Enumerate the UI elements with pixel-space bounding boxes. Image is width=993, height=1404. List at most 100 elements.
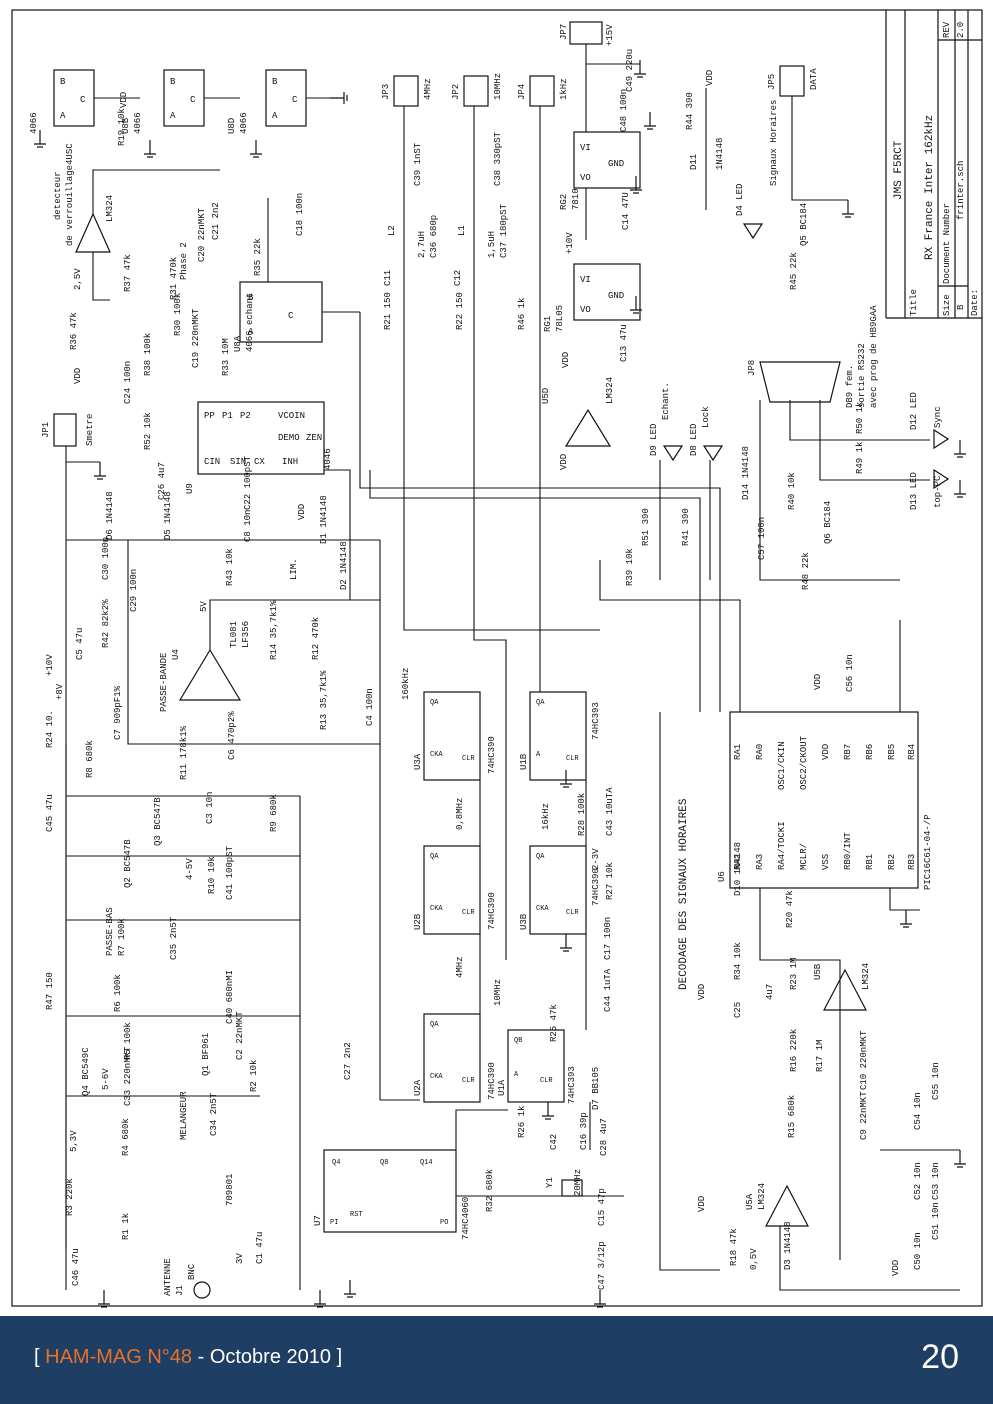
u6-mclr: MCLR/: [799, 843, 809, 870]
vdd-r36: VDD: [73, 368, 83, 384]
rg1-gnd: GND: [608, 291, 624, 301]
detecteur-label-2: de verrouillage4USC: [65, 143, 75, 246]
c43-label: C43 10uTA: [605, 787, 615, 836]
u8c-ref: 4066: [29, 112, 39, 134]
jp5-label: DATA: [809, 68, 819, 90]
c27-label: C27 2n2: [343, 1042, 353, 1080]
v8-label: +8V: [55, 683, 65, 700]
u6-osc2: OSC2/CKOUT: [799, 735, 809, 790]
c55-label: C55 10n: [931, 1062, 941, 1100]
r25-label: R25 47k: [549, 1004, 559, 1042]
c48-label: C48 100n: [619, 89, 629, 132]
u7-pi: PI: [330, 1219, 338, 1227]
u6-ra2: RA2: [733, 854, 743, 870]
u6-rb4: RB4: [907, 744, 917, 760]
phase2-label: Phase 2: [179, 242, 189, 280]
lim-label: LIM.: [289, 558, 299, 580]
u1b-qa: QA: [536, 699, 545, 707]
title-author: JMS F5RCT: [893, 140, 905, 200]
rev-value: 2.0: [956, 22, 966, 38]
u6-rb1: RB1: [865, 854, 875, 870]
rg2-part: 7810: [571, 188, 581, 210]
d9-label: D9 LED: [649, 424, 659, 456]
r17-label: R17 1M: [815, 1040, 825, 1072]
r45-label: R45 22k: [789, 252, 799, 290]
u8a-b: B: [248, 293, 254, 303]
d6-label: D6 1N4148: [105, 491, 115, 540]
r50-label: R50 1k: [855, 402, 865, 434]
magazine-name: HAM-MAG N°48: [45, 1346, 193, 1368]
vdd-u6: VDD: [813, 674, 823, 690]
c49-label: C49 220u: [625, 49, 635, 92]
c35-label: C35 2n5T: [169, 916, 179, 960]
u1a-part: 74HC393: [567, 1066, 577, 1104]
d4-label: D4 LED: [735, 184, 745, 216]
c13-label: C13 47u: [619, 324, 629, 362]
rg1-part: 78L05: [555, 305, 565, 332]
r4-label: R4 680k: [121, 1118, 131, 1156]
u6-rb3: RB3: [907, 854, 917, 870]
u1a-a: A: [514, 1071, 519, 1079]
led-sync: Sync: [933, 406, 943, 428]
rg2-vi: VI: [580, 143, 591, 153]
u8d-a: A: [272, 111, 278, 121]
l1-value: 1,5uH: [487, 231, 497, 258]
rg1-ref: RG1: [543, 316, 553, 332]
u6-osc1: OSC1/CKIN: [777, 741, 787, 790]
r47-label: R47 150: [45, 972, 55, 1010]
c4-label: C4 100n: [365, 688, 375, 726]
rf-frontend: ANTENNE J1 BNC 709801 3V C1 47u MELANGEU…: [45, 628, 353, 1299]
c52-label: C52 10n: [913, 1162, 923, 1200]
schematic-frame: [11, 9, 983, 1307]
r33-label: R33 10M: [221, 338, 231, 376]
y1-label: Y1: [545, 1177, 555, 1188]
u5d-part: LM324: [605, 377, 615, 404]
d12-label: D12 LED: [909, 392, 919, 430]
u6-ref: U6: [717, 871, 727, 882]
c28-label: C28 4u7: [599, 1118, 609, 1156]
r8-label: R8 680k: [85, 740, 95, 778]
u8d-ref: U8D: [227, 118, 237, 134]
j1-ref: J1: [175, 1285, 185, 1296]
u9-sin: SIN: [230, 457, 246, 467]
l1-label: L1: [457, 225, 467, 236]
c29-label: C29 100n: [129, 569, 139, 612]
u9-part: 4046: [323, 448, 333, 470]
page-footer: [ HAM-MAG N°48 - Octobre 2010 ] 20: [0, 1316, 993, 1404]
r30-label: R30 100k: [173, 293, 183, 336]
r14-label: R14 35,7k1%: [269, 600, 279, 660]
c46-label: C46 47u: [71, 1248, 81, 1286]
r35-label: R35 22k: [253, 238, 263, 276]
r41-label: R41 390: [681, 508, 691, 546]
r34-label: R34 10k: [733, 942, 743, 980]
freq-20m: 20MHz: [573, 1169, 583, 1196]
power-section: JP7 +15V C49 220u VI VO GND RG2 7810 C48…: [543, 21, 641, 368]
rg1-vo: VO: [580, 305, 591, 315]
u8c-c: C: [80, 95, 86, 105]
c57-label: C57 100n: [757, 517, 767, 560]
v10-label: +10V: [45, 654, 55, 676]
jp1-connector: JP1 Smetre: [41, 413, 100, 463]
c24-label: C24 100n: [123, 361, 133, 404]
d3-label: D3 1N4148: [783, 1221, 793, 1270]
u6-rb6: RB6: [865, 744, 875, 760]
d10-label: D10 1N4148: [733, 842, 743, 896]
u7-po: PO: [440, 1219, 448, 1227]
jp8-label: DB9 fem.: [845, 365, 855, 408]
led-top: top-PC: [933, 475, 943, 508]
u1a-clr: CLR: [540, 1077, 553, 1085]
c41-label: C41 100pST: [225, 845, 235, 900]
u3b-cka: CKA: [536, 905, 549, 913]
freq-16k: 16kHz: [541, 803, 551, 830]
c14-label: C14 47U: [621, 192, 631, 230]
c3-label: C3 10n: [205, 792, 215, 824]
u5d-opamp: U5D LM324 VDD: [541, 377, 615, 470]
c19-label: C19 220nMKT: [191, 308, 201, 368]
r39-label: R39 10k: [625, 548, 635, 586]
u6-ra0: RA0: [755, 744, 765, 760]
r49-label: R49 1k: [855, 442, 865, 474]
size-label: Size: [942, 294, 952, 316]
u5b-ref: U5B: [813, 963, 823, 980]
jp8-desc2: avec prog de HB9GAA: [869, 305, 879, 408]
u9-demo: DEMO: [278, 433, 300, 443]
